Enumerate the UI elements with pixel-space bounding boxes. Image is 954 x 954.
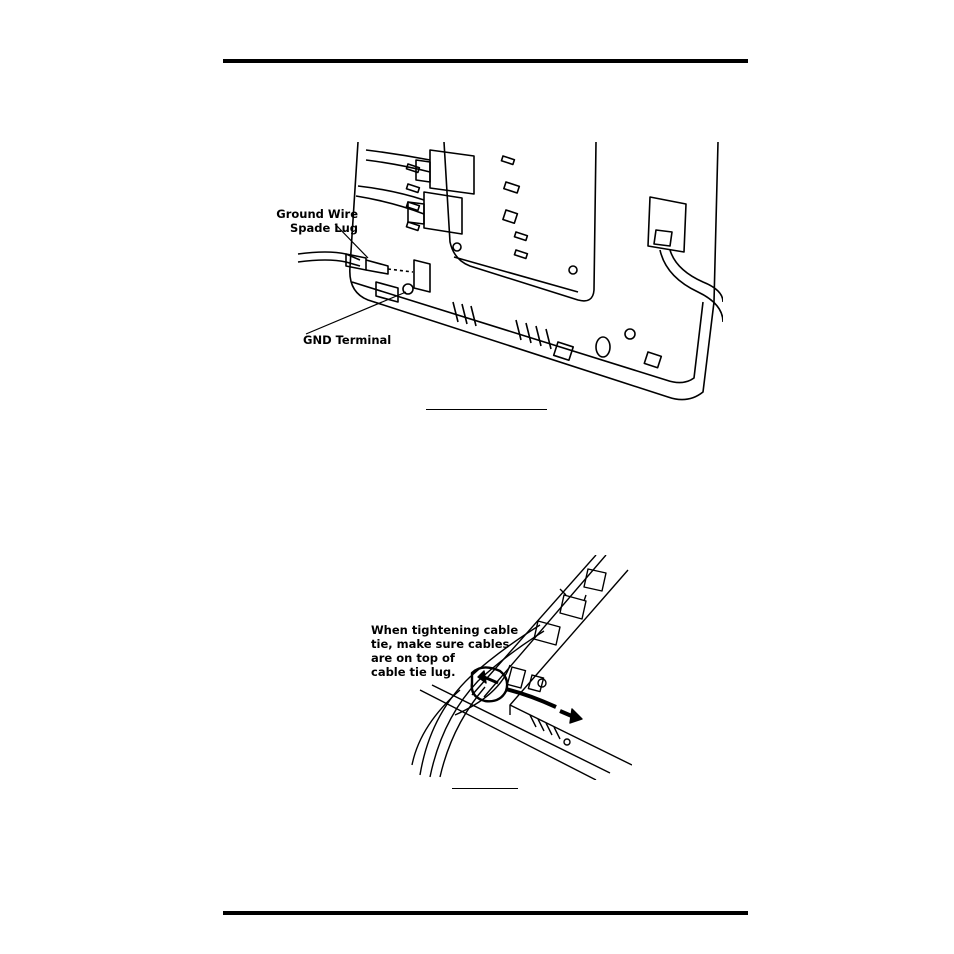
ground-wire-illustration	[248, 142, 723, 404]
footer-rule	[223, 911, 748, 915]
cable-tie-illustration	[360, 555, 632, 780]
figure2-caption-rule	[452, 788, 518, 789]
cable-tie-callout-line3: are on top of	[371, 651, 455, 665]
spade-lug-callout-line1: Ground Wire	[276, 207, 358, 221]
spade-lug-callout: Ground Wire Spade Lug	[256, 207, 358, 235]
cable-tie-callout-line2: tie, make sure cables	[371, 637, 510, 651]
header-rule	[223, 59, 748, 63]
cable-tie-callout-line4: cable tie lug.	[371, 665, 456, 679]
cable-tie-callout-line1: When tightening cable	[371, 623, 519, 637]
figure1-caption-rule	[426, 409, 547, 410]
spade-lug-callout-line2: Spade Lug	[289, 221, 358, 235]
cable-tie-callout: When tightening cable tie, make sure cab…	[371, 623, 518, 679]
gnd-terminal-callout: GND Terminal	[303, 333, 392, 347]
